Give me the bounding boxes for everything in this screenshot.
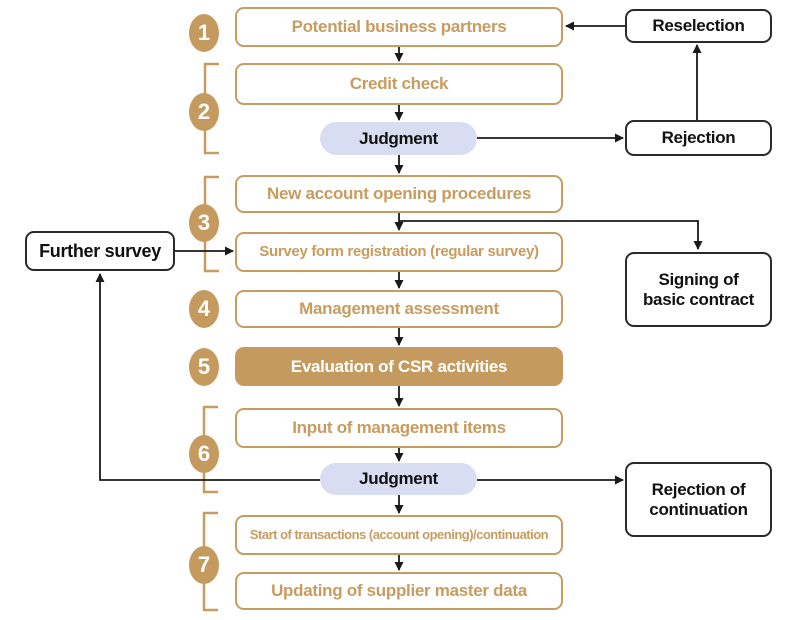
step-number-4: 4 — [189, 290, 219, 328]
node-updating-supplier-master: Updating of supplier master data — [235, 572, 563, 610]
node-reselection: Reselection — [625, 9, 772, 43]
node-judgment-2: Judgment — [320, 463, 477, 495]
node-rejection: Rejection — [625, 120, 772, 156]
node-signing-basic-contract: Signing of basic contract — [625, 252, 772, 327]
step-number-2: 2 — [189, 93, 219, 131]
node-evaluation-csr-activities: Evaluation of CSR activities — [235, 347, 563, 386]
node-input-management-items: Input of management items — [235, 408, 563, 448]
connector-branch-to-signing — [399, 220, 703, 250]
step-number-3: 3 — [189, 204, 219, 242]
node-credit-check: Credit check — [235, 63, 563, 105]
connector-judgment2-to-furthersurvey — [95, 273, 320, 481]
step-number-1: 1 — [189, 14, 219, 52]
node-start-of-transactions: Start of transactions (account opening)/… — [235, 515, 563, 555]
node-judgment-1: Judgment — [320, 122, 477, 155]
step-number-5: 5 — [189, 348, 219, 386]
step-number-7: 7 — [189, 546, 219, 584]
node-further-survey: Further survey — [25, 231, 175, 271]
node-management-assessment: Management assessment — [235, 290, 563, 328]
node-survey-form-registration: Survey form registration (regular survey… — [235, 232, 563, 272]
node-new-account-opening: New account opening procedures — [235, 175, 563, 213]
step-number-6: 6 — [189, 435, 219, 473]
node-rejection-of-continuation: Rejection of continuation — [625, 462, 772, 537]
node-potential-business-partners: Potential business partners — [235, 7, 563, 47]
